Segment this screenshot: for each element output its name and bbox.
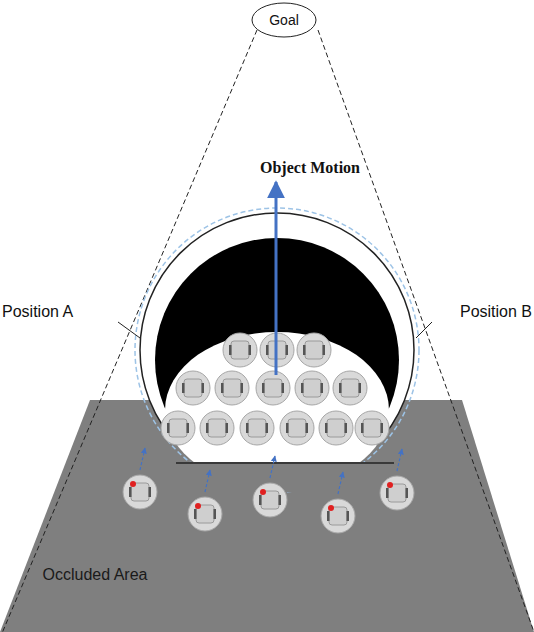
robot — [355, 411, 389, 445]
robot — [215, 371, 249, 405]
push-arrow — [338, 472, 343, 494]
push-arrow — [270, 456, 275, 478]
robot — [240, 411, 274, 445]
robot — [321, 499, 355, 533]
motion-arrow — [275, 182, 278, 375]
robot — [333, 371, 367, 405]
occluded-area — [0, 400, 534, 632]
robot — [256, 371, 290, 405]
robot — [280, 411, 314, 445]
push-arrow — [205, 470, 210, 492]
node-label: Goal — [251, 12, 317, 28]
leader-line — [118, 322, 140, 338]
robot — [297, 333, 331, 367]
robot — [200, 411, 234, 445]
robot — [123, 475, 157, 509]
robot — [295, 371, 329, 405]
robot — [253, 483, 287, 517]
robot — [319, 411, 353, 445]
robot — [223, 333, 257, 367]
goal-ellipse: Goal — [251, 2, 317, 38]
object-edge — [176, 462, 394, 464]
robot — [176, 371, 210, 405]
motion-label: Object Motion — [260, 159, 360, 177]
robot — [161, 411, 195, 445]
leader-line — [416, 322, 432, 338]
push-arrow — [397, 449, 402, 471]
object-edge — [176, 462, 394, 464]
robot — [380, 476, 414, 510]
position-label: Position B — [460, 303, 532, 321]
push-arrow — [140, 448, 145, 470]
position-label: Position A — [2, 303, 73, 321]
robot — [188, 497, 222, 531]
area-label: Occluded Area — [43, 566, 148, 584]
